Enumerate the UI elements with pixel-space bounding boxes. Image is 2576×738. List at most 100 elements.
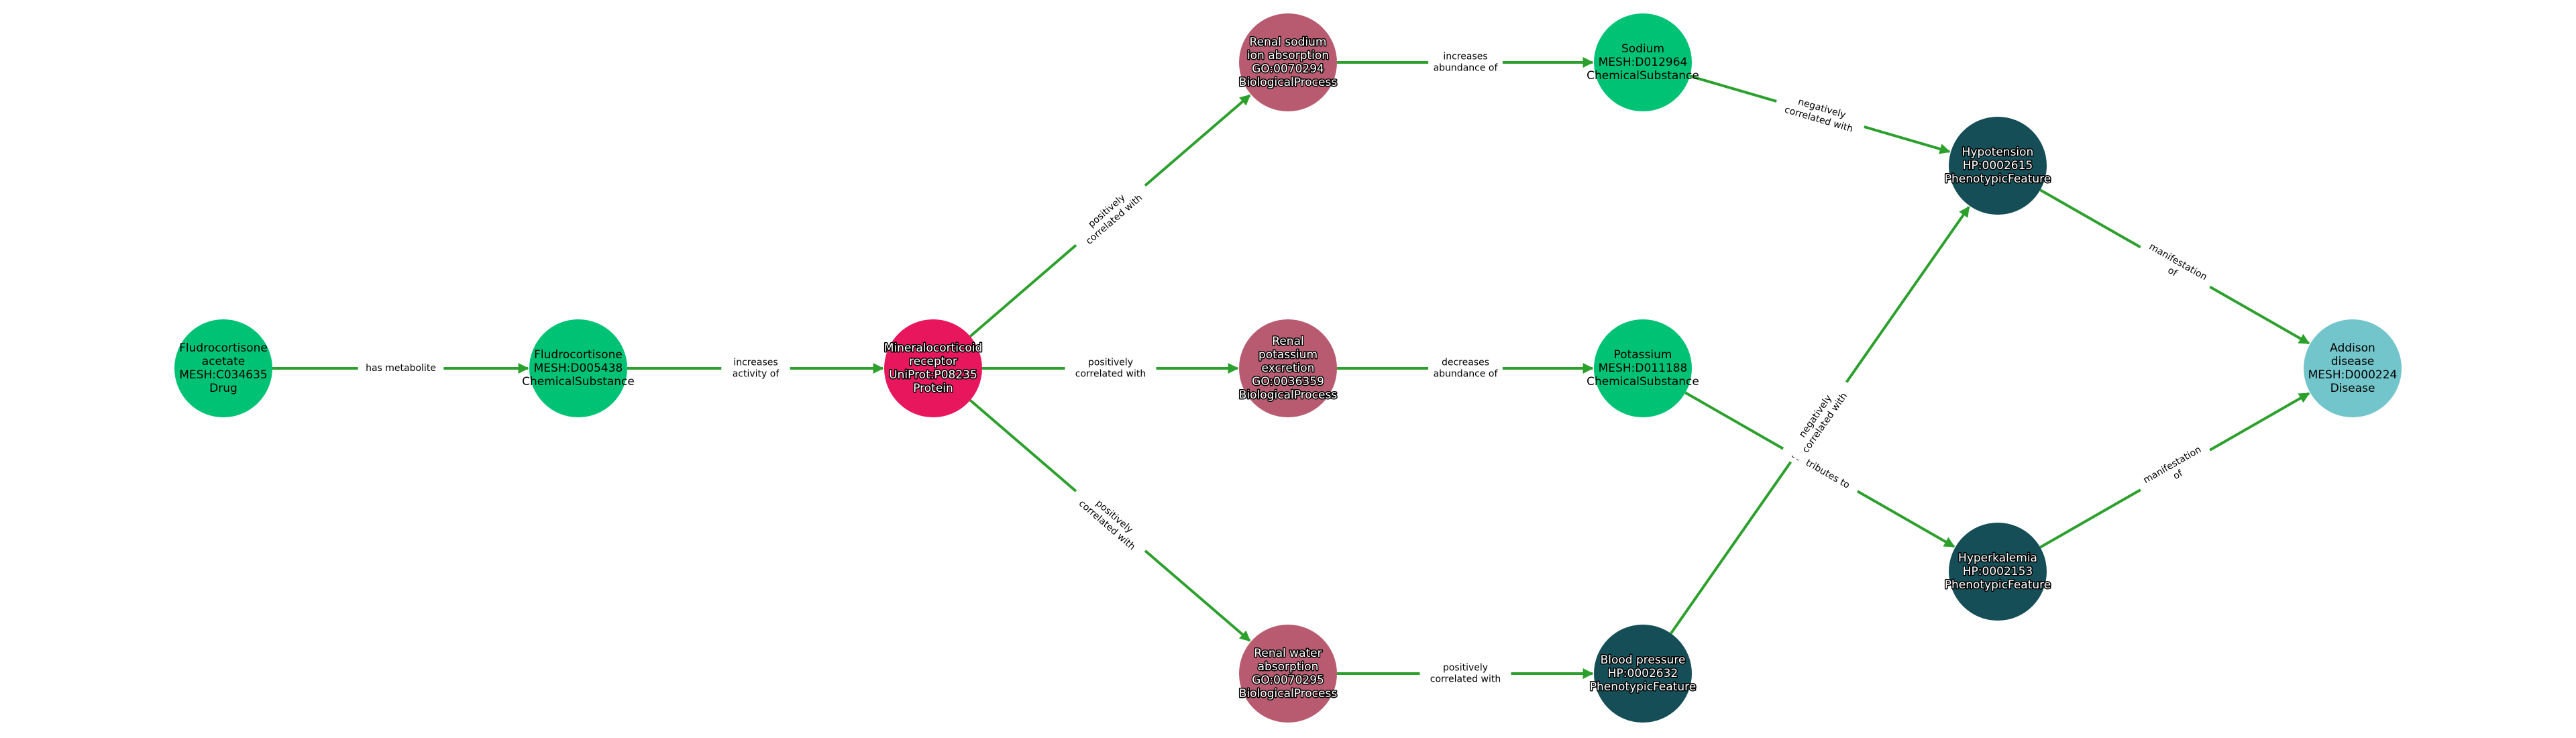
edge-label-background xyxy=(2133,235,2217,299)
edge-label-text: increases xyxy=(1443,52,1487,62)
node-label: Blood pressure xyxy=(1601,653,1686,667)
edge-label-text: decreases xyxy=(1442,358,1489,368)
node-label: Hyperkalemia xyxy=(1958,551,2037,565)
node-renal[interactable]: RenalpotassiumexcretionGO:0036359Biologi… xyxy=(1238,319,1338,417)
node-label: ChemicalSubstance xyxy=(522,375,635,388)
node-label: PhenotypicFeature xyxy=(1590,680,1697,694)
edge-label-text: abundance of xyxy=(1434,369,1499,380)
node-label: Fludrocortisone xyxy=(179,341,268,355)
node-label: HP:0002153 xyxy=(1963,565,2033,578)
node-renal-water[interactable]: Renal waterabsorptionGO:0070295Biologica… xyxy=(1238,625,1338,723)
node-circle[interactable] xyxy=(1239,319,1337,417)
node-label: Fludrocortisone xyxy=(534,348,623,362)
node-label: HP:0002632 xyxy=(1608,667,1678,680)
node-label: MESH:D000224 xyxy=(2308,368,2398,382)
edge-label-background xyxy=(2133,438,2217,502)
node-label: GO:0070295 xyxy=(1252,674,1324,687)
node-fludrocortisone[interactable]: FludrocortisoneMESH:D005438ChemicalSubst… xyxy=(522,319,635,417)
node-label: receptor xyxy=(909,355,957,368)
node-circle[interactable] xyxy=(884,319,982,417)
node-label: GO:0036359 xyxy=(1252,375,1324,388)
node-label: UniProt:P08235 xyxy=(889,368,977,382)
edge-label-text: has metabolite xyxy=(366,363,436,374)
node-label: BiologicalProcess xyxy=(1239,76,1338,89)
node-label: BiologicalProcess xyxy=(1239,687,1338,700)
edge-label-text: activity of xyxy=(733,369,780,380)
node-label: Renal water xyxy=(1254,647,1322,660)
edge-label-text: correlated with xyxy=(1430,674,1501,685)
edge-label-text: abundance of xyxy=(1434,63,1499,74)
edge-label-background xyxy=(1772,88,1868,140)
node-label: ion absorption xyxy=(1247,49,1329,62)
node-label: excretion xyxy=(1262,362,1315,375)
edge-label-background xyxy=(721,355,790,382)
node-label: Renal sodium xyxy=(1250,36,1327,49)
node-label: MESH:C034635 xyxy=(179,368,267,382)
node-label: Hypotension xyxy=(1962,146,2034,159)
node-circle[interactable] xyxy=(1949,523,2047,621)
node-label: absorption xyxy=(1258,660,1319,674)
edge-label-background xyxy=(1783,374,1858,465)
edge-label-background xyxy=(1419,660,1511,687)
edge-label-text: correlated with xyxy=(1075,369,1146,380)
node-circle[interactable] xyxy=(529,319,627,417)
edge-label-background xyxy=(1067,480,1155,562)
edge-label: has metabolite xyxy=(358,360,444,376)
node-label: Mineralocorticoid xyxy=(884,341,983,355)
node-label: ChemicalSubstance xyxy=(1587,375,1699,388)
node-blood-pressure[interactable]: Blood pressureHP:0002632PhenotypicFeatur… xyxy=(1589,625,1697,723)
node-label: PhenotypicFeature xyxy=(1945,578,2051,592)
node-circle[interactable] xyxy=(1594,625,1692,723)
node-circle[interactable] xyxy=(2304,319,2402,417)
node-label: potassium xyxy=(1258,348,1318,362)
node-circle[interactable] xyxy=(1594,13,1692,111)
edge-label-text: increases xyxy=(733,358,777,368)
node-label: acetate xyxy=(202,355,245,368)
node-label: GO:0070294 xyxy=(1252,62,1324,76)
node-label: MESH:D005438 xyxy=(534,362,623,375)
node-label: Sodium xyxy=(1621,42,1664,56)
node-label: Addison xyxy=(2330,341,2375,355)
edge-label-background xyxy=(1065,355,1157,382)
node-circle[interactable] xyxy=(174,319,272,417)
node-label: HP:0002615 xyxy=(1963,159,2033,172)
node-circle[interactable] xyxy=(1239,625,1337,723)
node-mineralocorticoid[interactable]: MineralocorticoidreceptorUniProt:P08235P… xyxy=(883,319,983,417)
edge-label-text: positively xyxy=(1088,358,1133,368)
edge-label-background xyxy=(358,360,444,376)
node-circle[interactable] xyxy=(1949,117,2047,215)
node-label: disease xyxy=(2331,355,2375,368)
node-label: BiologicalProcess xyxy=(1239,388,1338,402)
node-label: Disease xyxy=(2330,382,2375,395)
node-circle[interactable] xyxy=(1594,319,1692,417)
node-circle[interactable] xyxy=(1239,13,1337,111)
node-label: Drug xyxy=(209,382,237,395)
node-label: Potassium xyxy=(1614,348,1672,362)
node-label: Renal xyxy=(1272,335,1303,348)
edge-label-background xyxy=(1428,355,1503,382)
node-label: Protein xyxy=(913,382,953,395)
edge-label-background xyxy=(1067,175,1155,256)
edge-label-background xyxy=(1428,49,1503,76)
node-label: MESH:D012964 xyxy=(1599,56,1688,69)
nodes-layer: FludrocortisoneacetateMESH:C034635DrugFl… xyxy=(174,13,2402,723)
node-label: ChemicalSubstance xyxy=(1587,69,1699,83)
